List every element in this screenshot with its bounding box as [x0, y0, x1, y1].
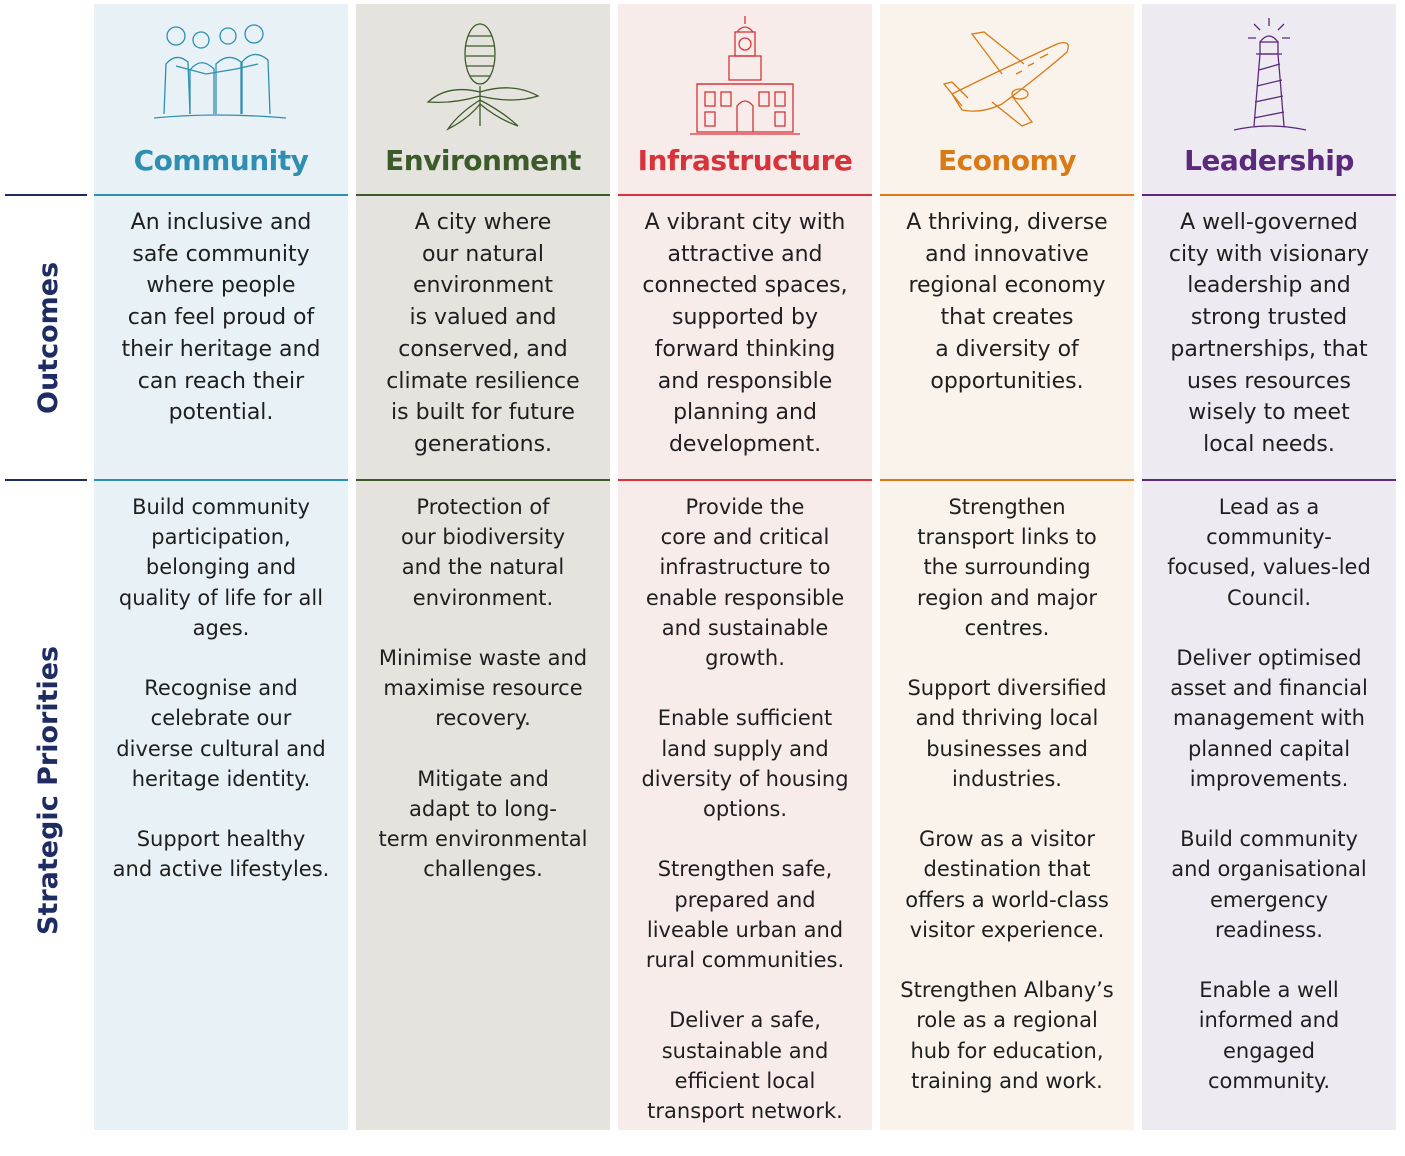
priority-item: Mitigate and adapt to long- term environ…	[378, 766, 588, 882]
priorities-rule	[356, 479, 610, 481]
priorities-list: Build community participation, belonging…	[100, 492, 342, 915]
people-group-icon	[94, 14, 348, 144]
priorities-rule	[1142, 479, 1396, 481]
lighthouse-icon	[1142, 14, 1396, 144]
priorities-list: Protection of our biodiversity and the n…	[362, 492, 604, 915]
outcomes-rule	[1142, 194, 1396, 196]
outcomes-rule	[880, 194, 1134, 196]
outcomes-row-label: Outcomes	[33, 261, 64, 414]
priority-item: Minimise waste and maximise resource rec…	[378, 646, 588, 731]
priority-item: Provide the core and critical infrastruc…	[645, 495, 845, 671]
column-environment: Environment A city where our natural env…	[356, 4, 610, 1130]
column-title: Infrastructure	[637, 144, 853, 177]
column-title: Leadership	[1184, 144, 1354, 177]
banksia-flower-icon	[356, 14, 610, 144]
column-community: Community An inclusive and safe communit…	[94, 4, 348, 1130]
priority-item: Enable sufficient land supply and divers…	[641, 706, 849, 822]
priorities-divider	[5, 479, 87, 481]
priorities-list: Lead as a community- focused, values-led…	[1148, 492, 1390, 1126]
outcome-text: A well-governed city with visionary lead…	[1168, 210, 1370, 457]
priorities-rule	[94, 479, 348, 481]
priority-item: Lead as a community- focused, values-led…	[1167, 495, 1371, 610]
priority-item: Recognise and celebrate our diverse cult…	[116, 676, 326, 791]
airplane-icon	[880, 14, 1134, 144]
priority-item: Strengthen transport links to the surrou…	[917, 495, 1097, 640]
priority-item: Build community participation, belonging…	[118, 495, 324, 640]
outcome-text: A thriving, diverse and innovative regio…	[906, 210, 1108, 394]
outcome-text: A city where our natural environment is …	[386, 210, 580, 457]
column-leadership: Leadership A well-governed city with vis…	[1142, 4, 1396, 1130]
priority-item: Deliver a safe, sustainable and efficien…	[647, 1008, 843, 1124]
priority-item: Grow as a visitor destination that offer…	[905, 827, 1109, 942]
priority-item: Strengthen safe, prepared and liveable u…	[645, 857, 845, 973]
outcomes-rule	[94, 194, 348, 196]
outcomes-rule	[618, 194, 872, 196]
priority-item: Support healthy and active lifestyles.	[112, 827, 330, 882]
priority-item: Build community and organisational emerg…	[1171, 827, 1367, 942]
priorities-rule	[880, 479, 1134, 481]
column-infrastructure: Infrastructure A vibrant city with attra…	[618, 4, 872, 1130]
column-title: Economy	[937, 144, 1077, 177]
town-hall-building-icon	[618, 14, 872, 144]
column-economy: Economy A thriving, diverse and innovati…	[880, 4, 1134, 1130]
outcomes-rule	[356, 194, 610, 196]
priorities-rule	[618, 479, 872, 481]
priority-item: Protection of our biodiversity and the n…	[400, 495, 566, 610]
outcome-text: An inclusive and safe community where pe…	[121, 210, 321, 426]
priorities-list: Provide the core and critical infrastruc…	[624, 492, 866, 1156]
priority-item: Support diversified and thriving local b…	[907, 676, 1107, 791]
priority-item: Strengthen Albany’s role as a regional h…	[900, 978, 1114, 1093]
strategic-priorities-row-label: Strategic Priorities	[33, 645, 64, 935]
outcome-text: A vibrant city with attractive and conne…	[642, 210, 848, 457]
priority-item: Enable a well informed and engaged commu…	[1198, 978, 1340, 1093]
column-title: Community	[133, 144, 309, 177]
outcomes-divider	[5, 194, 87, 196]
priority-item: Deliver optimised asset and financial ma…	[1170, 646, 1368, 791]
column-title: Environment	[385, 144, 581, 177]
priorities-list: Strengthen transport links to the surrou…	[886, 492, 1128, 1126]
